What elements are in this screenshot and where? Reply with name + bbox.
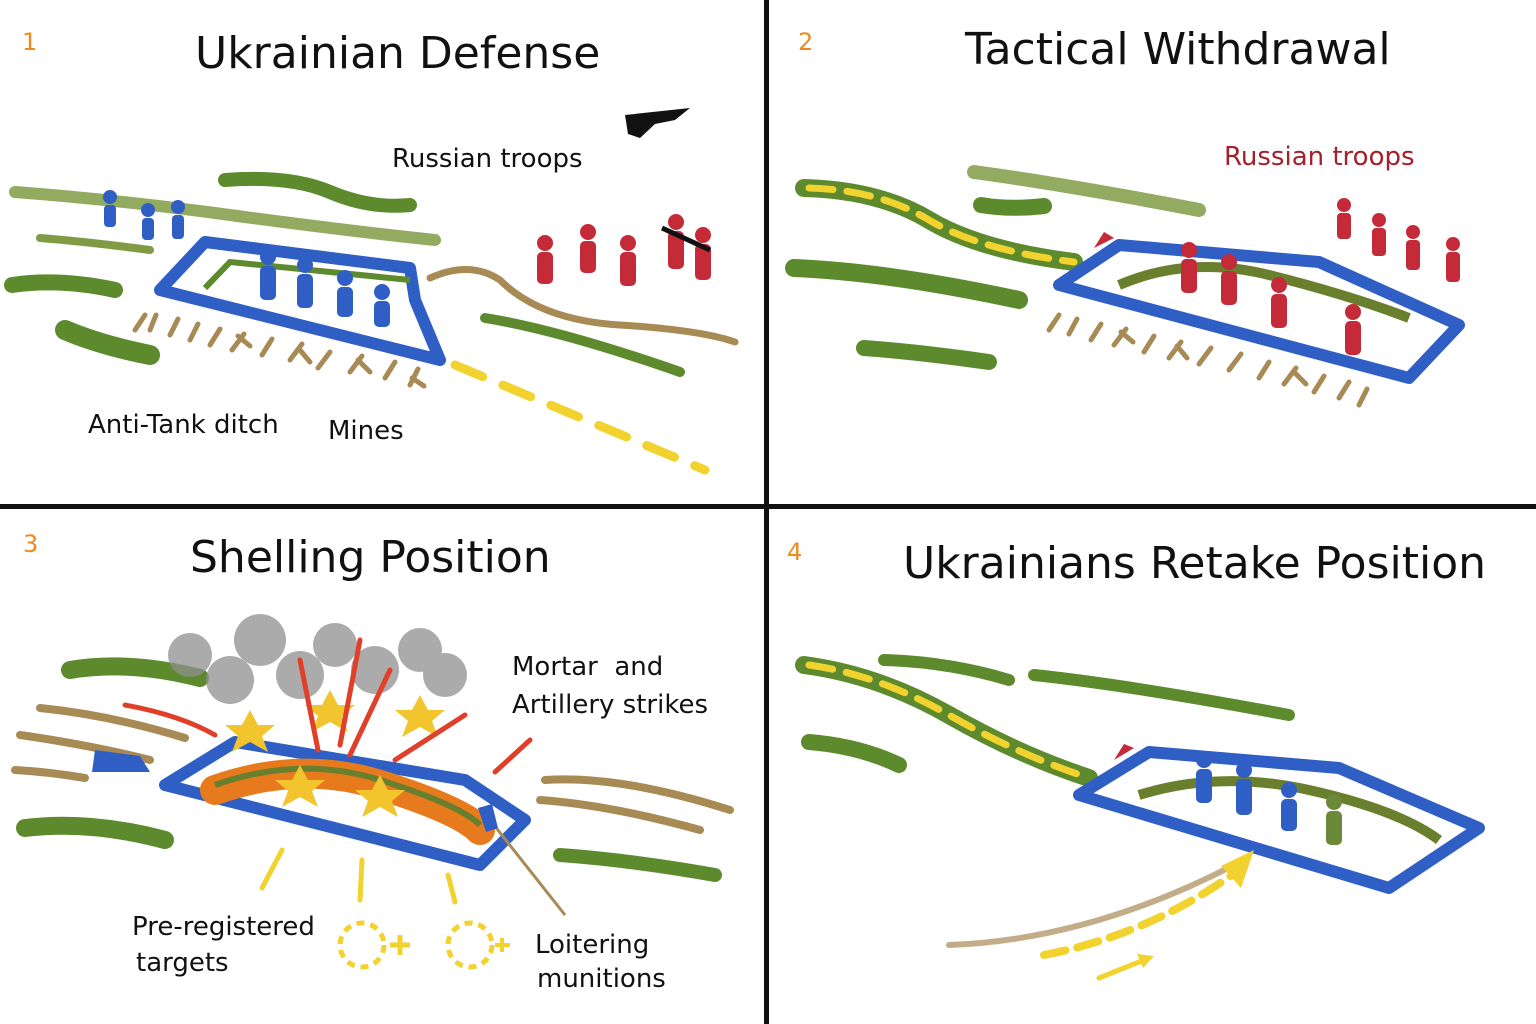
tree-line: [36, 234, 154, 254]
panel-4-illustration: [795, 654, 1485, 981]
strike-arrows: [122, 637, 533, 775]
dirt-road: [11, 766, 89, 782]
trench-inner: [214, 765, 483, 828]
small-arrow-head: [1137, 954, 1154, 968]
tree-line: [967, 165, 1206, 217]
withdrawal-arrow: [1094, 232, 1114, 248]
panel-number: 1: [22, 28, 38, 56]
russian-troops-label: Russian troops: [392, 144, 583, 174]
tree-line: [4, 274, 123, 298]
mines-marks: [132, 312, 427, 389]
loitering-label-line1: Loitering: [535, 930, 650, 960]
ukrainian-troops: [103, 190, 390, 327]
rifle: [660, 225, 712, 253]
panel-number: 4: [787, 538, 803, 566]
russian-troops: [1181, 198, 1460, 355]
panel-title: Shelling Position: [190, 532, 551, 583]
trench-enclosure: [1073, 746, 1485, 894]
tank-icon: [92, 750, 150, 772]
tree-line: [1028, 669, 1295, 721]
loitering-label-line2: munitions: [537, 964, 666, 994]
trench-enclosure: [159, 736, 531, 871]
tree-line: [878, 654, 1015, 686]
tree-line: [218, 171, 417, 213]
smoke-cloud: [168, 614, 467, 704]
panel-2-tactical-withdrawal: 2 Tactical Withdrawal: [769, 0, 1536, 505]
loitering-munition-line: [488, 819, 567, 916]
approach-route-dashed: [805, 661, 1093, 782]
target-arrows: [259, 847, 458, 905]
tree-line: [480, 313, 685, 377]
targets-label-line1: Pre-registered: [132, 912, 315, 942]
burning-trench: [200, 758, 495, 845]
panel-1-ukrainian-defense: 1 Ukrainian Defense: [0, 0, 765, 505]
strikes-label-line2: Artillery strikes: [512, 690, 709, 720]
tree-line: [16, 816, 174, 849]
tree-line: [55, 320, 160, 365]
anti-tank-ditch-label: Anti-Tank ditch: [88, 410, 279, 440]
panel-title: Ukrainian Defense: [195, 28, 601, 79]
panel-3-illustration: [11, 614, 734, 970]
reinforcement-route-dashed: [1040, 866, 1243, 959]
target-cross: [495, 938, 510, 952]
russian-troops-label: Russian troops: [1224, 142, 1415, 172]
tree-line: [973, 197, 1052, 216]
panel-1-illustration: [4, 108, 739, 475]
strikes-label-line1: Mortar and: [512, 652, 664, 682]
trench-inner: [1117, 262, 1411, 323]
panel-title: Ukrainians Retake Position: [903, 538, 1486, 589]
tree-line: [9, 186, 441, 246]
drone-icon: [625, 108, 690, 138]
reinforcement-arrow: [1221, 850, 1254, 888]
tree-line: [801, 734, 907, 773]
tree-line: [856, 340, 997, 370]
vertical-divider: [764, 0, 769, 1024]
panel-title: Tactical Withdrawal: [965, 24, 1391, 75]
mines-marks: [1046, 312, 1370, 408]
mines-label: Mines: [328, 416, 404, 446]
route-dashed: [450, 360, 710, 475]
panel-3-shelling-position: 3 Shelling Position: [0, 510, 765, 1024]
allied-soldier: [1326, 794, 1342, 845]
dirt-road: [426, 266, 739, 346]
trench-inner: [1137, 776, 1442, 845]
horizontal-divider: [0, 504, 1536, 509]
panel-4-ukrainians-retake-position: 4 Ukrainians Retake Position: [769, 510, 1536, 1024]
tree-line: [553, 848, 722, 882]
russian-troops: [537, 214, 711, 286]
trench-enclosure: [154, 236, 446, 366]
dirt-road: [541, 775, 734, 814]
tree-line: [785, 259, 1028, 309]
dirt-road: [536, 796, 704, 834]
trench-enclosure: [1053, 239, 1465, 384]
drone-icon: [478, 804, 498, 832]
target-markers: [337, 920, 495, 970]
target-cross: [390, 935, 410, 955]
targets-label-line2: targets: [136, 948, 229, 978]
reinforcement-path: [946, 862, 1237, 948]
withdrawal-route-dashed: [805, 184, 1078, 266]
panel-2-illustration: [785, 165, 1465, 408]
panel-number: 2: [798, 28, 814, 56]
panel-number: 3: [23, 530, 39, 558]
ukrainian-troops: [1196, 752, 1297, 831]
approach-arrow: [1114, 744, 1134, 760]
dirt-road: [36, 704, 189, 742]
